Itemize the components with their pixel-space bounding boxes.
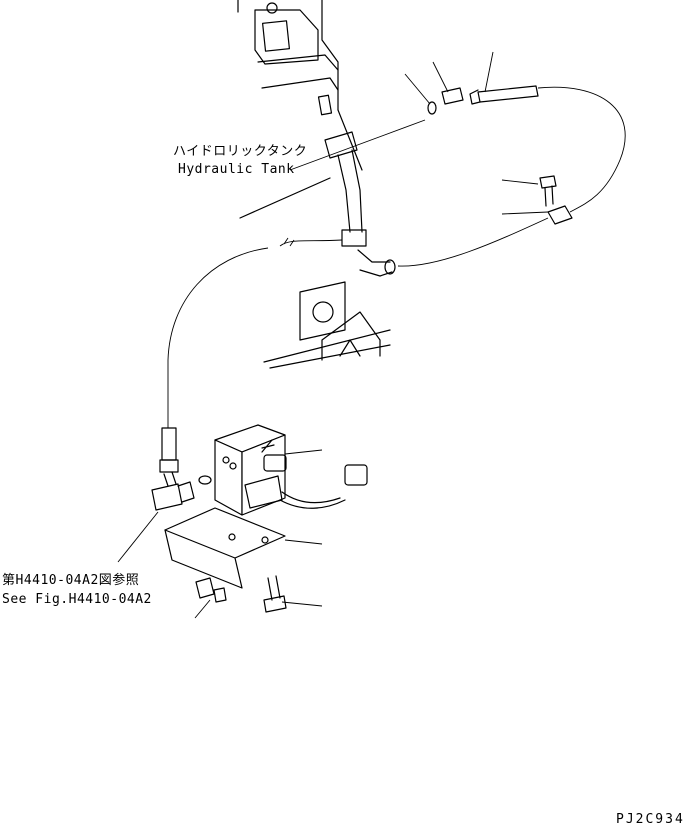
tank-label-en: Hydraulic Tank <box>178 162 295 177</box>
reference-label-en: See Fig.H4410-04A2 <box>2 592 152 607</box>
bolt-upper <box>539 175 557 207</box>
mount-plate <box>299 281 381 361</box>
elbow-fitting <box>427 87 464 115</box>
hose-left <box>167 237 343 428</box>
drawing-code: PJ2C934 <box>616 812 685 827</box>
lower-bracket <box>164 507 286 589</box>
leader-lines <box>117 51 549 619</box>
bolt-lower-left <box>195 577 227 603</box>
hydraulic-tank <box>237 0 391 369</box>
reference-label-jp: 第H4410-04A2図参照 <box>2 573 140 588</box>
bolt-lower-right <box>263 575 287 613</box>
hose-right <box>397 85 626 267</box>
tee-fitting <box>151 471 195 511</box>
suction-pipe <box>324 131 396 277</box>
tank-label-jp: ハイドロリックタンク <box>173 144 308 159</box>
valve-block <box>198 424 368 516</box>
hose-end-left <box>159 427 179 473</box>
